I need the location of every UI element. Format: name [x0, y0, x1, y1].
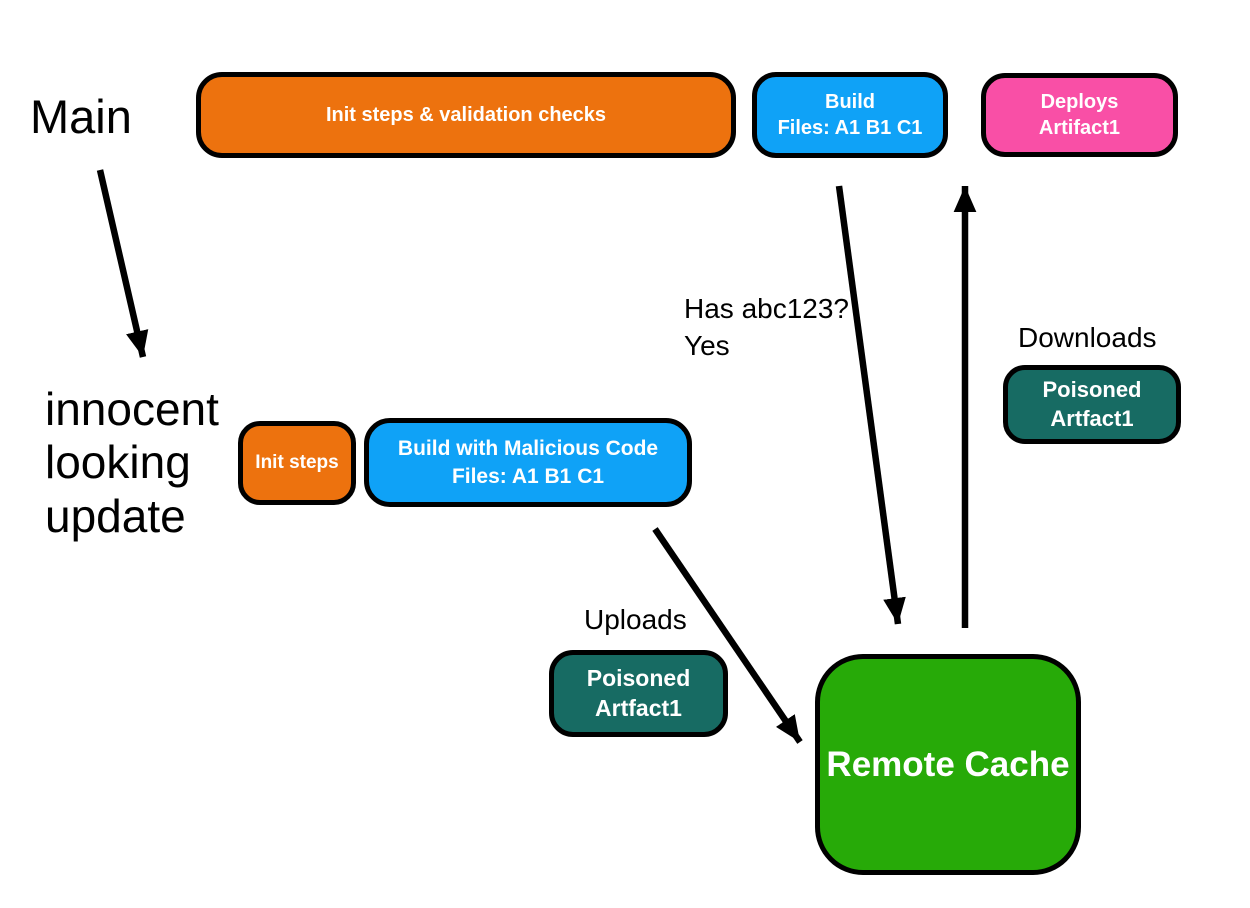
node-build-files: Build Files: A1 B1 C1 — [752, 72, 948, 158]
main-branch-label: Main — [30, 90, 132, 143]
node-init-steps: Init steps — [238, 421, 356, 505]
node-poisoned-artifact-upload-label: Poisoned Artfact1 — [586, 664, 691, 721]
node-build-files-label: Build Files: A1 B1 C1 — [777, 91, 923, 139]
node-remote-cache-label: Remote Cache — [826, 744, 1070, 784]
innocent-update-label: innocent looking update — [45, 383, 219, 542]
node-deploys-artifact1: Deploys Artifact1 — [981, 73, 1178, 157]
node-poisoned-artifact-upload: Poisoned Artfact1 — [549, 650, 728, 737]
node-remote-cache: Remote Cache — [815, 654, 1081, 875]
node-deploys-artifact1-label: Deploys Artifact1 — [1038, 91, 1121, 139]
node-build-with-malicious-code: Build with Malicious Code Files: A1 B1 C… — [364, 418, 692, 507]
node-init-steps-label: Init steps — [255, 451, 339, 473]
node-init-validation-checks-label: Init steps & validation checks — [325, 104, 607, 126]
arrow-main-to-innocent-update — [96, 169, 149, 358]
has-hash-annotation: Has abc123? Yes — [684, 293, 850, 361]
node-build-with-malicious-code-label: Build with Malicious Code Files: A1 B1 C… — [397, 437, 659, 488]
downloads-annotation: Downloads — [1018, 322, 1157, 353]
arrow-build-to-remote-cache — [835, 185, 906, 625]
node-init-validation-checks: Init steps & validation checks — [196, 72, 736, 158]
node-poisoned-artifact-download: Poisoned Artfact1 — [1003, 365, 1181, 444]
node-poisoned-artifact-download-label: Poisoned Artfact1 — [1042, 376, 1142, 431]
uploads-annotation: Uploads — [584, 604, 687, 635]
